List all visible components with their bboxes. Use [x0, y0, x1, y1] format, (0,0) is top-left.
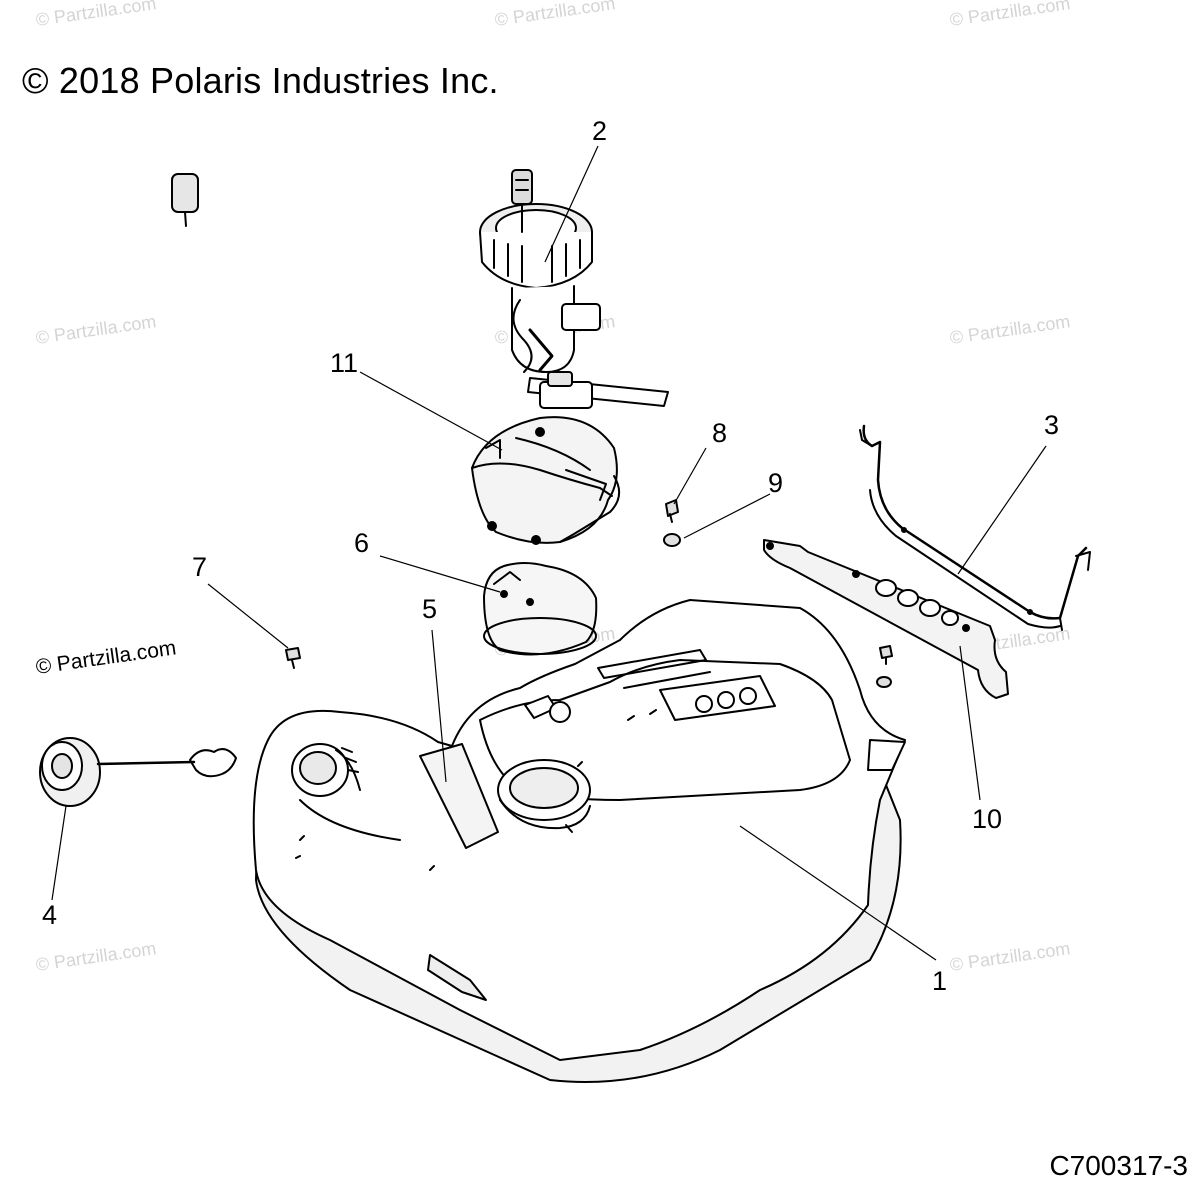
bolt-secondary [876, 645, 893, 688]
callout-1: 1 [932, 966, 948, 996]
leader-line-4 [51, 805, 67, 901]
callout-8: 8 [712, 418, 728, 448]
copyright-notice: © 2018 Polaris Industries Inc. [22, 60, 499, 101]
catalog-id: C700317-3 [1049, 1150, 1188, 1181]
callout-4: 4 [42, 900, 58, 930]
leader-line-7 [207, 583, 289, 649]
callout-2: 2 [592, 116, 608, 146]
fuel-cap [39, 737, 237, 807]
leader-line-5 [431, 629, 447, 783]
leader-line-11 [359, 371, 503, 451]
leader-line-1 [739, 825, 937, 961]
callout-6: 6 [354, 528, 370, 558]
leader-line-9 [683, 493, 771, 539]
mounting-bracket [763, 539, 1009, 699]
leader-lines [51, 145, 1047, 961]
bolt [665, 499, 679, 523]
leader-line-2 [544, 145, 599, 263]
callout-10: 10 [972, 804, 1003, 834]
pump-cover [471, 416, 621, 545]
callout-5: 5 [422, 594, 438, 624]
tank-strap [859, 424, 1091, 631]
pump-dome [483, 562, 598, 656]
screw [285, 647, 301, 669]
leader-line-10 [959, 645, 981, 801]
leader-line-6 [379, 555, 501, 593]
leader-line-3 [957, 445, 1047, 575]
callout-7: 7 [192, 552, 208, 582]
leader-line-8 [673, 447, 707, 505]
callout-11: 11 [330, 348, 359, 378]
fuel-pump-assembly [171, 169, 669, 409]
fuel-tank [252, 599, 906, 1083]
callout-3: 3 [1044, 410, 1060, 440]
callout-9: 9 [768, 468, 784, 498]
nut [663, 533, 681, 547]
